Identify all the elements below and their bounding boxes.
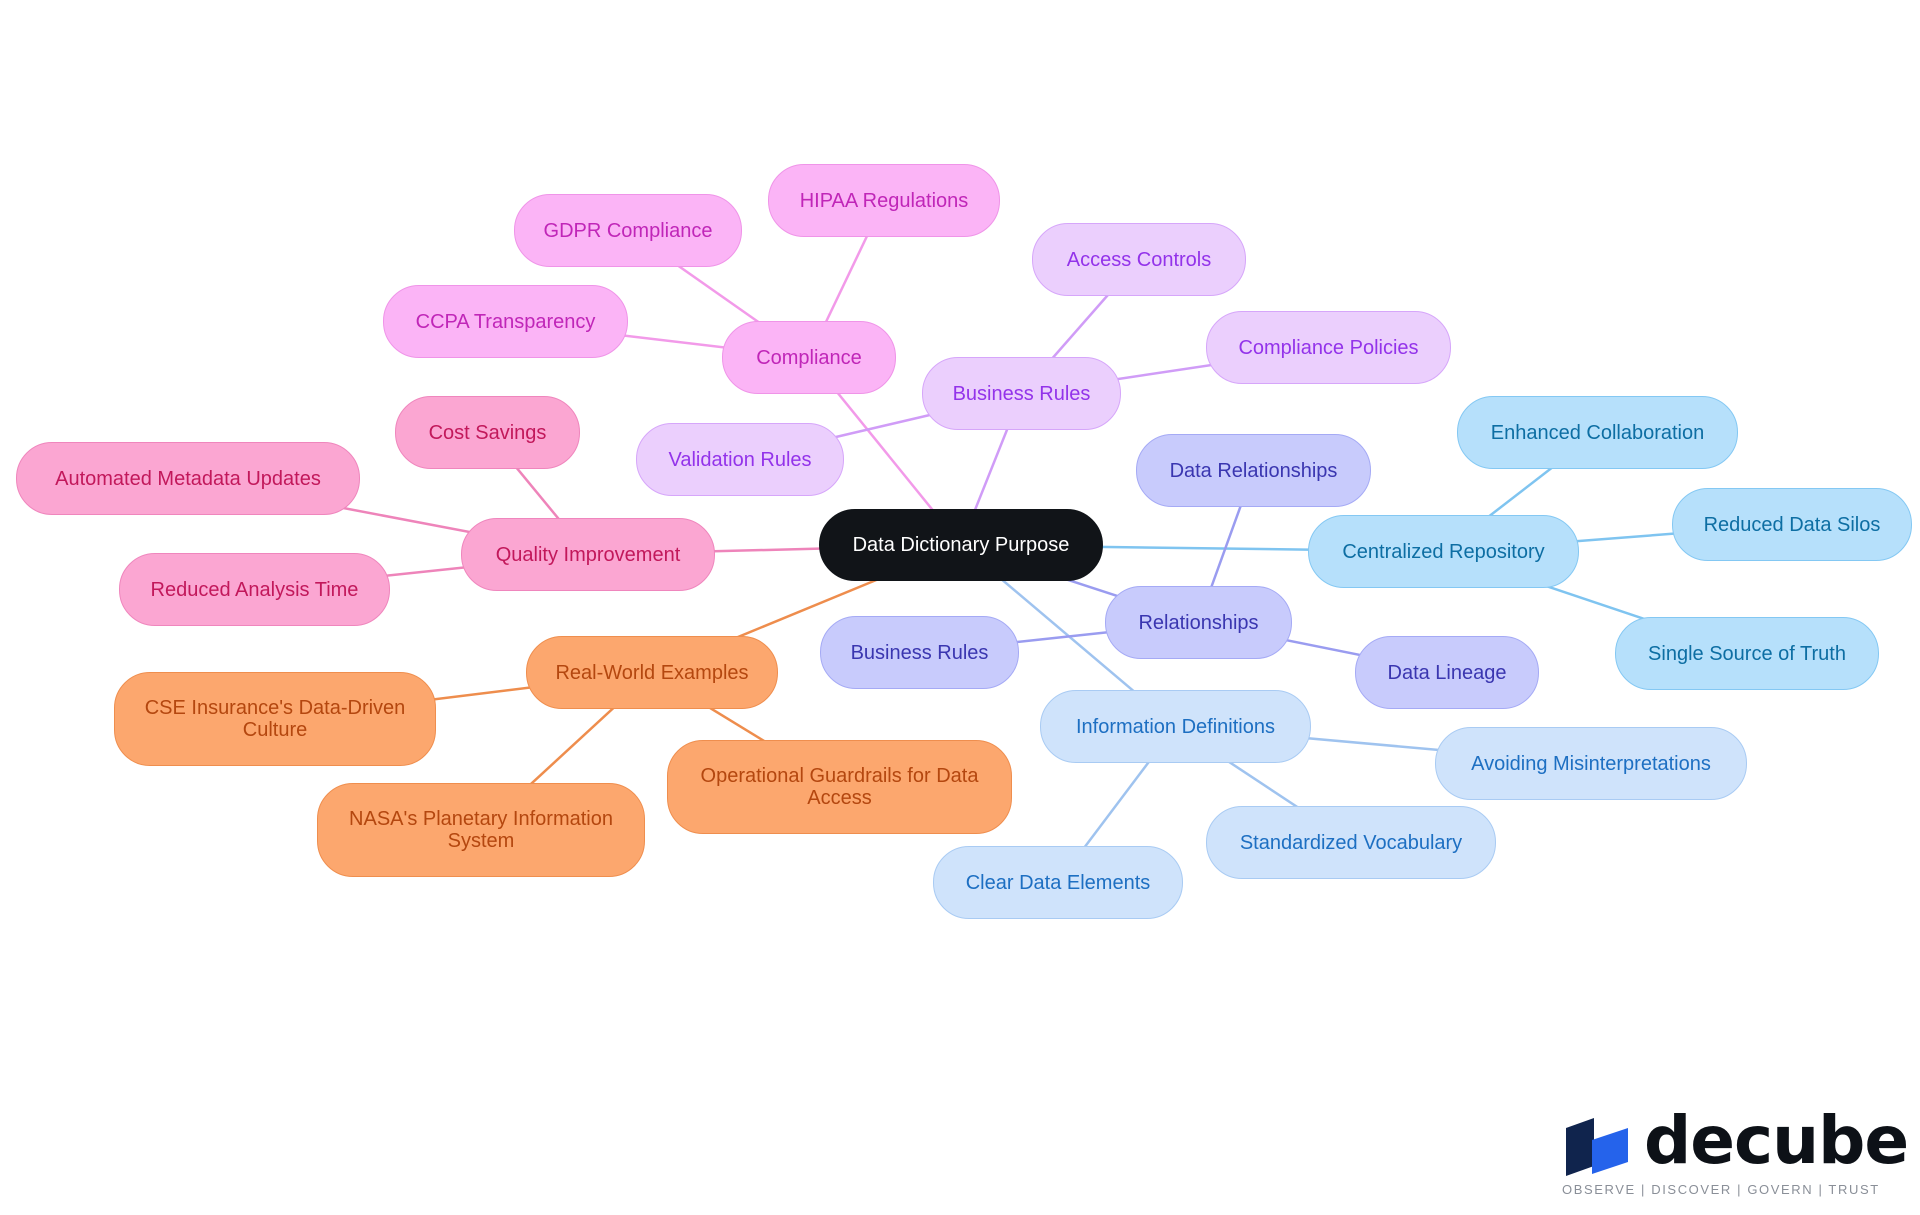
- leaf-access-controls: Access Controls: [1032, 223, 1246, 296]
- branch-real-world-examples: Real-World Examples: [526, 636, 778, 709]
- leaf-nasa-planetary-information-system: NASA's Planetary Information System: [317, 783, 645, 877]
- branch-relationships: Relationships: [1105, 586, 1292, 659]
- leaf-automated-metadata-updates: Automated Metadata Updates: [16, 442, 360, 515]
- decube-logo-icon: [1566, 1118, 1628, 1176]
- branch-business-rules: Business Rules: [922, 357, 1121, 430]
- leaf-enhanced-collaboration: Enhanced Collaboration: [1457, 396, 1738, 469]
- branch-centralized-repository: Centralized Repository: [1308, 515, 1579, 588]
- leaf-avoiding-misinterpretations: Avoiding Misinterpretations: [1435, 727, 1747, 800]
- leaf-single-source-of-truth: Single Source of Truth: [1615, 617, 1879, 690]
- leaf-cse-insurance: CSE Insurance's Data-Driven Culture: [114, 672, 436, 766]
- leaf-clear-data-elements: Clear Data Elements: [933, 846, 1183, 919]
- branch-quality-improvement: Quality Improvement: [461, 518, 715, 591]
- decube-logo: decube OBSERVE | DISCOVER | GOVERN | TRU…: [1562, 1102, 1909, 1200]
- leaf-reduced-data-silos: Reduced Data Silos: [1672, 488, 1912, 561]
- leaf-standardized-vocabulary: Standardized Vocabulary: [1206, 806, 1496, 879]
- branch-compliance: Compliance: [722, 321, 896, 394]
- root-node: Data Dictionary Purpose: [819, 509, 1103, 581]
- leaf-compliance-policies: Compliance Policies: [1206, 311, 1451, 384]
- leaf-reduced-analysis-time: Reduced Analysis Time: [119, 553, 390, 626]
- leaf-business-rules: Business Rules: [820, 616, 1019, 689]
- leaf-validation-rules: Validation Rules: [636, 423, 844, 496]
- leaf-data-relationships: Data Relationships: [1136, 434, 1371, 507]
- leaf-hipaa-regulations: HIPAA Regulations: [768, 164, 1000, 237]
- leaf-data-lineage: Data Lineage: [1355, 636, 1539, 709]
- leaf-cost-savings: Cost Savings: [395, 396, 580, 469]
- decube-tagline: OBSERVE | DISCOVER | GOVERN | TRUST: [1562, 1182, 1880, 1197]
- branch-information-definitions: Information Definitions: [1040, 690, 1311, 763]
- leaf-gdpr-compliance: GDPR Compliance: [514, 194, 742, 267]
- leaf-ccpa-transparency: CCPA Transparency: [383, 285, 628, 358]
- leaf-operational-guardrails: Operational Guardrails for Data Access: [667, 740, 1012, 834]
- decube-wordmark: decube: [1644, 1102, 1909, 1179]
